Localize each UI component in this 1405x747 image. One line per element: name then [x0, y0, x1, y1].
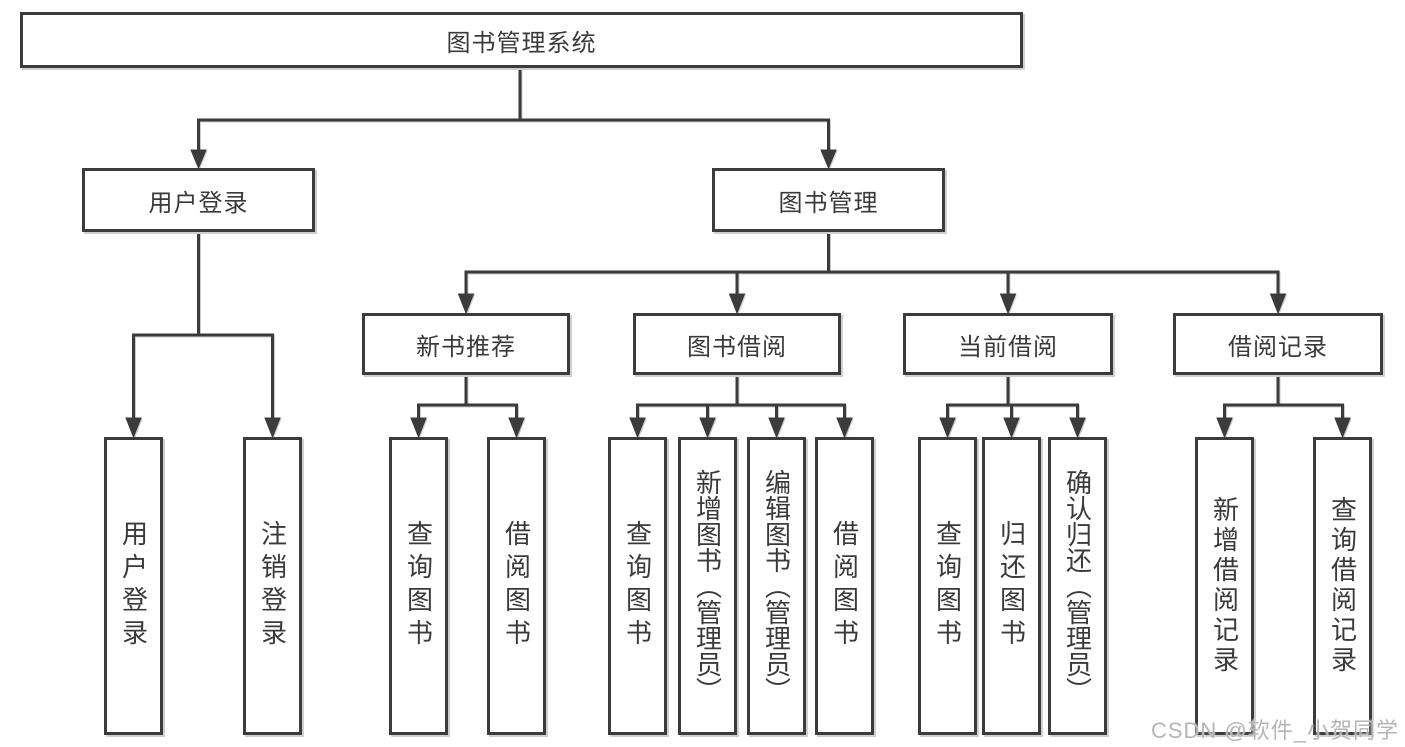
node-book-management: 图书管理	[712, 168, 945, 232]
leaf-logout: 注销登录	[243, 437, 302, 735]
connector-borrow-records	[1216, 375, 1351, 439]
node-root-system: 图书管理系统	[20, 12, 1023, 68]
connector-book-management	[457, 232, 1287, 315]
leaf-add-book-admin: 新增图书（管理员）	[678, 437, 737, 735]
leaf-query-borrow-record: 查询借阅记录	[1313, 437, 1372, 735]
connector-current-borrow	[939, 375, 1086, 439]
leaf-query-books-borrow: 查询图书	[608, 437, 667, 735]
leaf-confirm-return-admin: 确认归还（管理员）	[1048, 437, 1107, 735]
leaf-borrow-books: 借阅图书	[815, 437, 874, 735]
leaf-add-borrow-record: 新增借阅记录	[1195, 437, 1254, 735]
node-new-book-recommend: 新书推荐	[362, 313, 570, 375]
connector-book-borrow	[629, 375, 853, 439]
connector-root	[190, 68, 837, 170]
leaf-user-login: 用户登录	[104, 437, 163, 735]
connector-user-login	[125, 232, 281, 439]
connector-new-book	[410, 375, 525, 439]
leaf-return-book: 归还图书	[982, 437, 1041, 735]
node-book-borrow: 图书借阅	[633, 313, 841, 375]
node-current-borrow: 当前借阅	[903, 313, 1113, 375]
leaf-borrow-books-recommend: 借阅图书	[487, 437, 546, 735]
leaf-query-books-current: 查询图书	[918, 437, 977, 735]
node-borrow-records: 借阅记录	[1173, 313, 1383, 375]
leaf-query-books-recommend: 查询图书	[389, 437, 448, 735]
leaf-edit-book-admin: 编辑图书（管理员）	[747, 437, 806, 735]
watermark-text: CSDN @软件_小贺同学	[1150, 718, 1399, 743]
node-user-login: 用户登录	[82, 168, 315, 232]
